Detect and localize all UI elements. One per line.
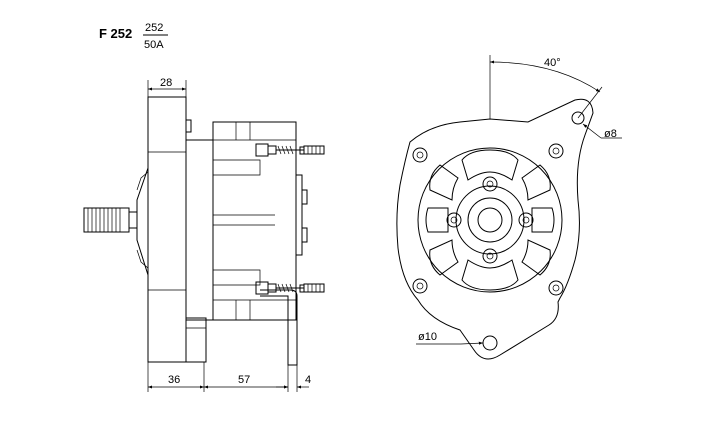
- dim-bottom-57: 57: [238, 374, 250, 386]
- mounting-hole-top: [571, 111, 585, 125]
- dim-hole-large-label: ø10: [418, 331, 437, 343]
- rear-bracket: [260, 289, 298, 366]
- shaft-bore: [477, 207, 503, 233]
- leader-large-hole: [416, 341, 484, 345]
- bolt-bosses: [412, 143, 564, 296]
- front-view: [396, 98, 594, 360]
- hub-boss: [467, 197, 513, 243]
- dim-top-label: 28: [160, 77, 172, 89]
- side-view: [83, 96, 325, 366]
- front-housing: [147, 96, 207, 363]
- hub-screws: [446, 176, 534, 264]
- cooling-slots: [425, 149, 555, 291]
- dim-bottom: [147, 362, 309, 392]
- fan-ring: [417, 147, 563, 293]
- housing-outline: [396, 98, 594, 360]
- mounting-hole-bottom: [482, 335, 498, 351]
- rear-plate: [295, 174, 308, 256]
- fraction-numerator: 252: [145, 22, 163, 34]
- stator-body: [185, 121, 297, 321]
- dim-angle-label: 40°: [544, 57, 561, 69]
- terminal-upper: [255, 143, 325, 157]
- model-title: F 252: [99, 26, 132, 41]
- dim-bottom-36: 36: [168, 374, 180, 386]
- terminal-lower: [255, 281, 325, 295]
- hub-outer: [455, 185, 525, 255]
- dim-bottom-4: 4: [305, 374, 311, 386]
- dim-top: [147, 80, 187, 120]
- fraction-denominator: 50A: [144, 39, 164, 51]
- leader-small-hole: [582, 123, 622, 139]
- shaft: [83, 207, 138, 233]
- dim-angle: [489, 55, 603, 119]
- dim-hole-small-label: ø8: [604, 128, 617, 140]
